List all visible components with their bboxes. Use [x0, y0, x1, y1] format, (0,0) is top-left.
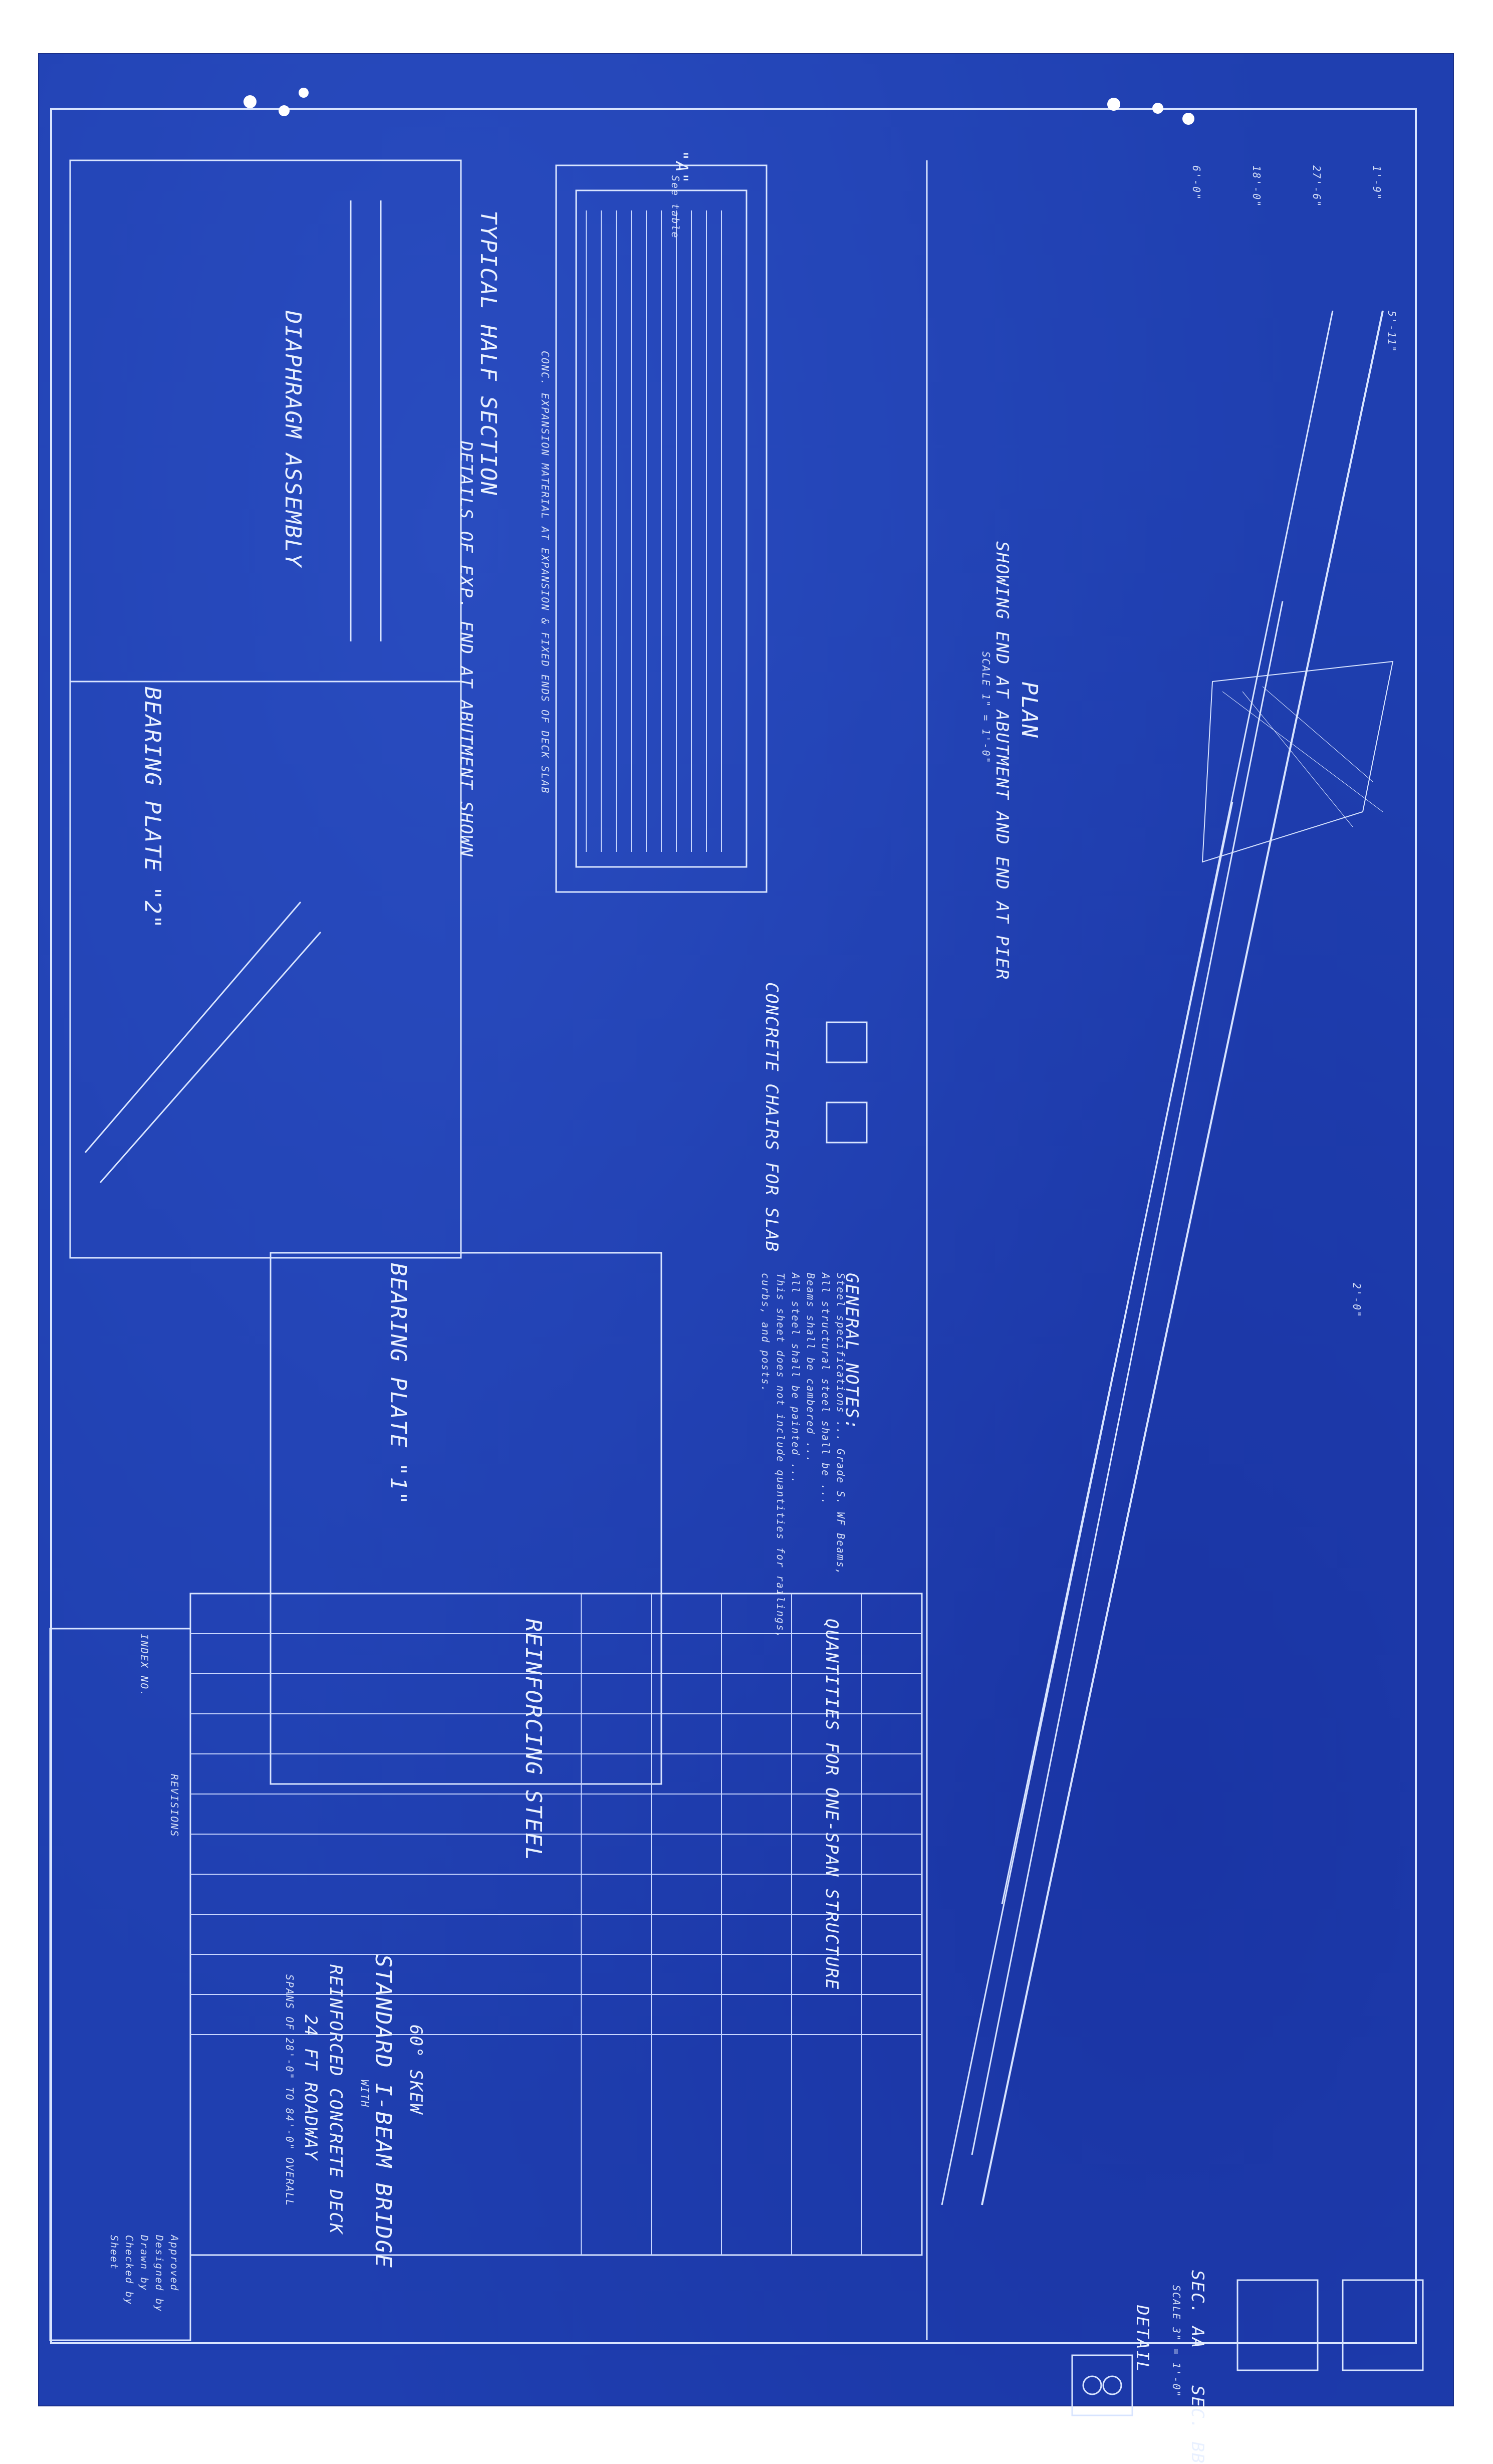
- punch-hole: [1182, 113, 1194, 125]
- index-label: INDEX NO.: [138, 1634, 150, 1697]
- details-exp-end-title: DETAILS OF EXP. END AT ABUTMENT SHOWN: [456, 441, 476, 858]
- plan-subtitle: SHOWING END AT ABUTMENT AND END AT PIER: [992, 541, 1012, 981]
- plan-title: PLAN: [1017, 682, 1042, 739]
- dimension-label: 27'-6": [1311, 165, 1323, 208]
- bearing-plate-2-title: BEARING PLATE "2": [140, 687, 165, 930]
- quantities-title: QUANTITIES FOR ONE-SPAN STRUCTURE: [822, 1619, 842, 1990]
- approved-label: Approved: [168, 2235, 180, 2292]
- section-note: CONC. EXPANSION MATERIAL AT EXPANSION & …: [539, 351, 551, 794]
- punch-hole: [243, 95, 257, 108]
- detail-title: DETAIL: [1132, 2305, 1152, 2373]
- bearing-plate-1-title: BEARING PLATE "1": [385, 1263, 411, 1506]
- bridge-title: STANDARD I-BEAM BRIDGE: [370, 1954, 396, 2269]
- skew-title: 60° SKEW: [406, 2025, 426, 2115]
- punch-hole: [279, 105, 290, 116]
- general-note-line: curbs, and posts.: [760, 1273, 772, 1393]
- section-mark-a: "A": [671, 150, 691, 184]
- punch-hole: [1152, 103, 1163, 114]
- title-with: WITH: [359, 2080, 371, 2108]
- dimension-label: 18'-0": [1251, 165, 1263, 208]
- sec-aa-title: SEC. AA: [1187, 2270, 1207, 2349]
- general-note-line: Steel specifications ... Grade S. WF Bea…: [835, 1273, 847, 1576]
- typical-half-section-title: TYPICAL HALF SECTION: [475, 210, 501, 496]
- general-note-line: Beams shall be cambered ...: [805, 1273, 817, 1463]
- diaphragm-assembly-title: DIAPHRAGM ASSEMBLY: [280, 311, 306, 568]
- spans-title: SPANS OF 28'-0" TO 84'-0" OVERALL: [284, 1974, 296, 2207]
- punch-hole: [1107, 98, 1120, 111]
- punch-hole: [299, 88, 309, 98]
- detail-scale: SCALE 3" = 1'-0": [1170, 2285, 1182, 2398]
- roadway-title: 24 FT ROADWAY: [301, 2014, 321, 2161]
- designed-by-label: Designed by: [153, 2235, 165, 2313]
- drawn-by-label: Drawn by: [138, 2235, 150, 2292]
- general-note-line: This sheet does not include quantities f…: [775, 1273, 787, 1639]
- checked-by-label: Checked by: [123, 2235, 135, 2306]
- sec-bb-title: SEC. BB: [1187, 2385, 1207, 2464]
- general-note-line: All steel shall be painted ...: [790, 1273, 802, 1484]
- sheet-label: Sheet: [108, 2235, 120, 2271]
- drawing-border: [50, 108, 1417, 2344]
- deck-title: REINFORCED CONCRETE DECK: [326, 1964, 346, 2235]
- see-table-label: See table: [669, 175, 681, 239]
- plan-scale: SCALE 1" = 1'-0": [980, 651, 992, 764]
- dimension-label: 6'-0": [1190, 165, 1202, 201]
- general-note-line: All structural steel shall be ...: [820, 1273, 832, 1505]
- revisions-label: REVISIONS: [168, 1774, 180, 1838]
- dimension-label: 2'-0": [1351, 1283, 1363, 1318]
- concrete-chairs-title: CONCRETE CHAIRS FOR SLAB: [762, 982, 782, 1253]
- dimension-label: 5'-11": [1386, 311, 1398, 353]
- reinforcing-steel-title: REINFORCING STEEL: [521, 1619, 546, 1862]
- dimension-label: 1'-9": [1371, 165, 1383, 201]
